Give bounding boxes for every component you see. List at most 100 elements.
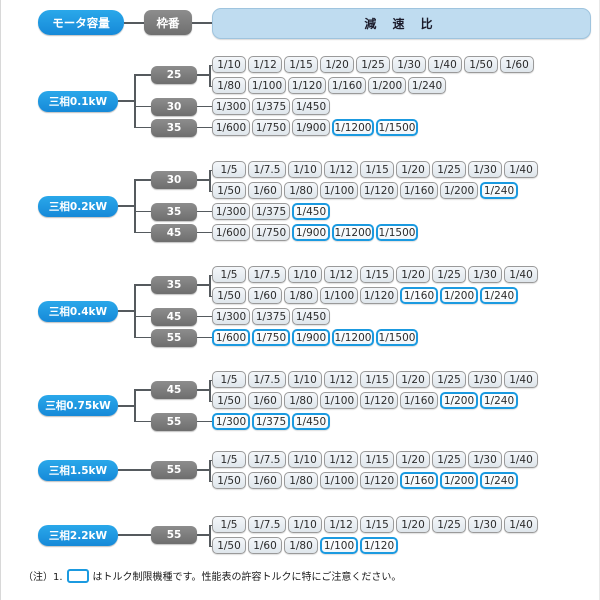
ratio-chip[interactable]: 1/375	[252, 98, 290, 115]
frame-number-pill[interactable]: 45	[151, 307, 197, 326]
ratio-chip[interactable]: 1/750	[252, 224, 290, 241]
ratio-chip[interactable]: 1/30	[392, 56, 426, 73]
ratio-chip[interactable]: 1/160	[400, 182, 438, 199]
frame-number-pill[interactable]: 55	[151, 328, 197, 347]
ratio-chip[interactable]: 1/5	[212, 371, 246, 388]
ratio-chip[interactable]: 1/15	[360, 371, 394, 388]
ratio-chip[interactable]: 1/25	[432, 161, 466, 178]
ratio-chip[interactable]: 1/20	[320, 56, 354, 73]
ratio-chip[interactable]: 1/10	[288, 516, 322, 533]
ratio-chip[interactable]: 1/100	[320, 472, 358, 489]
ratio-chip[interactable]: 1/375	[252, 413, 290, 430]
ratio-chip[interactable]: 1/80	[284, 537, 318, 554]
ratio-chip[interactable]: 1/900	[292, 224, 330, 241]
ratio-chip[interactable]: 1/25	[432, 371, 466, 388]
frame-number-pill[interactable]: 45	[151, 223, 197, 242]
ratio-chip[interactable]: 1/60	[248, 182, 282, 199]
ratio-chip[interactable]: 1/375	[252, 308, 290, 325]
ratio-chip[interactable]: 1/60	[248, 287, 282, 304]
ratio-chip[interactable]: 1/20	[396, 161, 430, 178]
ratio-chip[interactable]: 1/450	[292, 308, 330, 325]
ratio-chip[interactable]: 1/50	[212, 472, 246, 489]
ratio-chip[interactable]: 1/5	[212, 266, 246, 283]
ratio-chip[interactable]: 1/20	[396, 516, 430, 533]
ratio-chip[interactable]: 1/40	[504, 371, 538, 388]
capacity-pill[interactable]: 三相0.2kW	[38, 195, 118, 217]
ratio-chip[interactable]: 1/15	[360, 451, 394, 468]
ratio-chip[interactable]: 1/40	[504, 266, 538, 283]
ratio-chip[interactable]: 1/200	[440, 392, 478, 409]
ratio-chip[interactable]: 1/25	[356, 56, 390, 73]
ratio-chip[interactable]: 1/12	[324, 371, 358, 388]
ratio-chip[interactable]: 1/5	[212, 516, 246, 533]
ratio-chip[interactable]: 1/60	[248, 537, 282, 554]
ratio-chip[interactable]: 1/30	[468, 516, 502, 533]
ratio-chip[interactable]: 1/100	[248, 77, 286, 94]
ratio-chip[interactable]: 1/100	[320, 182, 358, 199]
ratio-chip[interactable]: 1/900	[292, 119, 330, 136]
ratio-chip[interactable]: 1/25	[432, 451, 466, 468]
ratio-chip[interactable]: 1/30	[468, 371, 502, 388]
ratio-chip[interactable]: 1/30	[468, 266, 502, 283]
capacity-pill[interactable]: 三相0.75kW	[38, 395, 118, 417]
ratio-chip[interactable]: 1/240	[480, 392, 518, 409]
ratio-chip[interactable]: 1/7.5	[248, 371, 286, 388]
ratio-chip[interactable]: 1/160	[328, 77, 366, 94]
ratio-chip[interactable]: 1/120	[360, 537, 398, 554]
ratio-chip[interactable]: 1/1200	[332, 329, 374, 346]
ratio-chip[interactable]: 1/240	[480, 287, 518, 304]
ratio-chip[interactable]: 1/450	[292, 203, 330, 220]
ratio-chip[interactable]: 1/80	[284, 472, 318, 489]
ratio-chip[interactable]: 1/30	[468, 451, 502, 468]
ratio-chip[interactable]: 1/120	[360, 287, 398, 304]
ratio-chip[interactable]: 1/40	[428, 56, 462, 73]
ratio-chip[interactable]: 1/50	[212, 392, 246, 409]
ratio-chip[interactable]: 1/12	[324, 451, 358, 468]
capacity-pill[interactable]: 三相0.1kW	[38, 90, 118, 112]
frame-number-pill[interactable]: 35	[151, 202, 197, 221]
frame-number-pill[interactable]: 55	[151, 412, 197, 431]
ratio-chip[interactable]: 1/240	[480, 182, 518, 199]
ratio-chip[interactable]: 1/240	[480, 472, 518, 489]
ratio-chip[interactable]: 1/50	[212, 537, 246, 554]
frame-number-pill[interactable]: 35	[151, 118, 197, 137]
ratio-chip[interactable]: 1/10	[212, 56, 246, 73]
ratio-chip[interactable]: 1/80	[284, 287, 318, 304]
ratio-chip[interactable]: 1/160	[400, 287, 438, 304]
ratio-chip[interactable]: 1/10	[288, 266, 322, 283]
ratio-chip[interactable]: 1/7.5	[248, 516, 286, 533]
ratio-chip[interactable]: 1/5	[212, 451, 246, 468]
ratio-chip[interactable]: 1/30	[468, 161, 502, 178]
ratio-chip[interactable]: 1/20	[396, 451, 430, 468]
ratio-chip[interactable]: 1/200	[368, 77, 406, 94]
ratio-chip[interactable]: 1/10	[288, 451, 322, 468]
ratio-chip[interactable]: 1/300	[212, 203, 250, 220]
ratio-chip[interactable]: 1/7.5	[248, 266, 286, 283]
ratio-chip[interactable]: 1/12	[248, 56, 282, 73]
ratio-chip[interactable]: 1/120	[360, 472, 398, 489]
ratio-chip[interactable]: 1/25	[432, 266, 466, 283]
frame-number-pill[interactable]: 55	[151, 461, 197, 479]
ratio-chip[interactable]: 1/40	[504, 161, 538, 178]
ratio-chip[interactable]: 1/5	[212, 161, 246, 178]
ratio-chip[interactable]: 1/12	[324, 516, 358, 533]
ratio-chip[interactable]: 1/50	[212, 287, 246, 304]
ratio-chip[interactable]: 1/40	[504, 516, 538, 533]
ratio-chip[interactable]: 1/160	[400, 392, 438, 409]
ratio-chip[interactable]: 1/1500	[376, 224, 418, 241]
frame-number-pill[interactable]: 45	[151, 381, 197, 399]
ratio-chip[interactable]: 1/600	[212, 224, 250, 241]
ratio-chip[interactable]: 1/100	[320, 287, 358, 304]
ratio-chip[interactable]: 1/100	[320, 537, 358, 554]
ratio-chip[interactable]: 1/15	[360, 266, 394, 283]
frame-number-pill[interactable]: 35	[151, 276, 197, 294]
ratio-chip[interactable]: 1/900	[292, 329, 330, 346]
ratio-chip[interactable]: 1/7.5	[248, 451, 286, 468]
ratio-chip[interactable]: 1/20	[396, 266, 430, 283]
capacity-pill[interactable]: 三相0.4kW	[38, 300, 118, 322]
ratio-chip[interactable]: 1/12	[324, 266, 358, 283]
ratio-chip[interactable]: 1/25	[432, 516, 466, 533]
ratio-chip[interactable]: 1/100	[320, 392, 358, 409]
ratio-chip[interactable]: 1/15	[360, 161, 394, 178]
frame-number-pill[interactable]: 30	[151, 97, 197, 116]
